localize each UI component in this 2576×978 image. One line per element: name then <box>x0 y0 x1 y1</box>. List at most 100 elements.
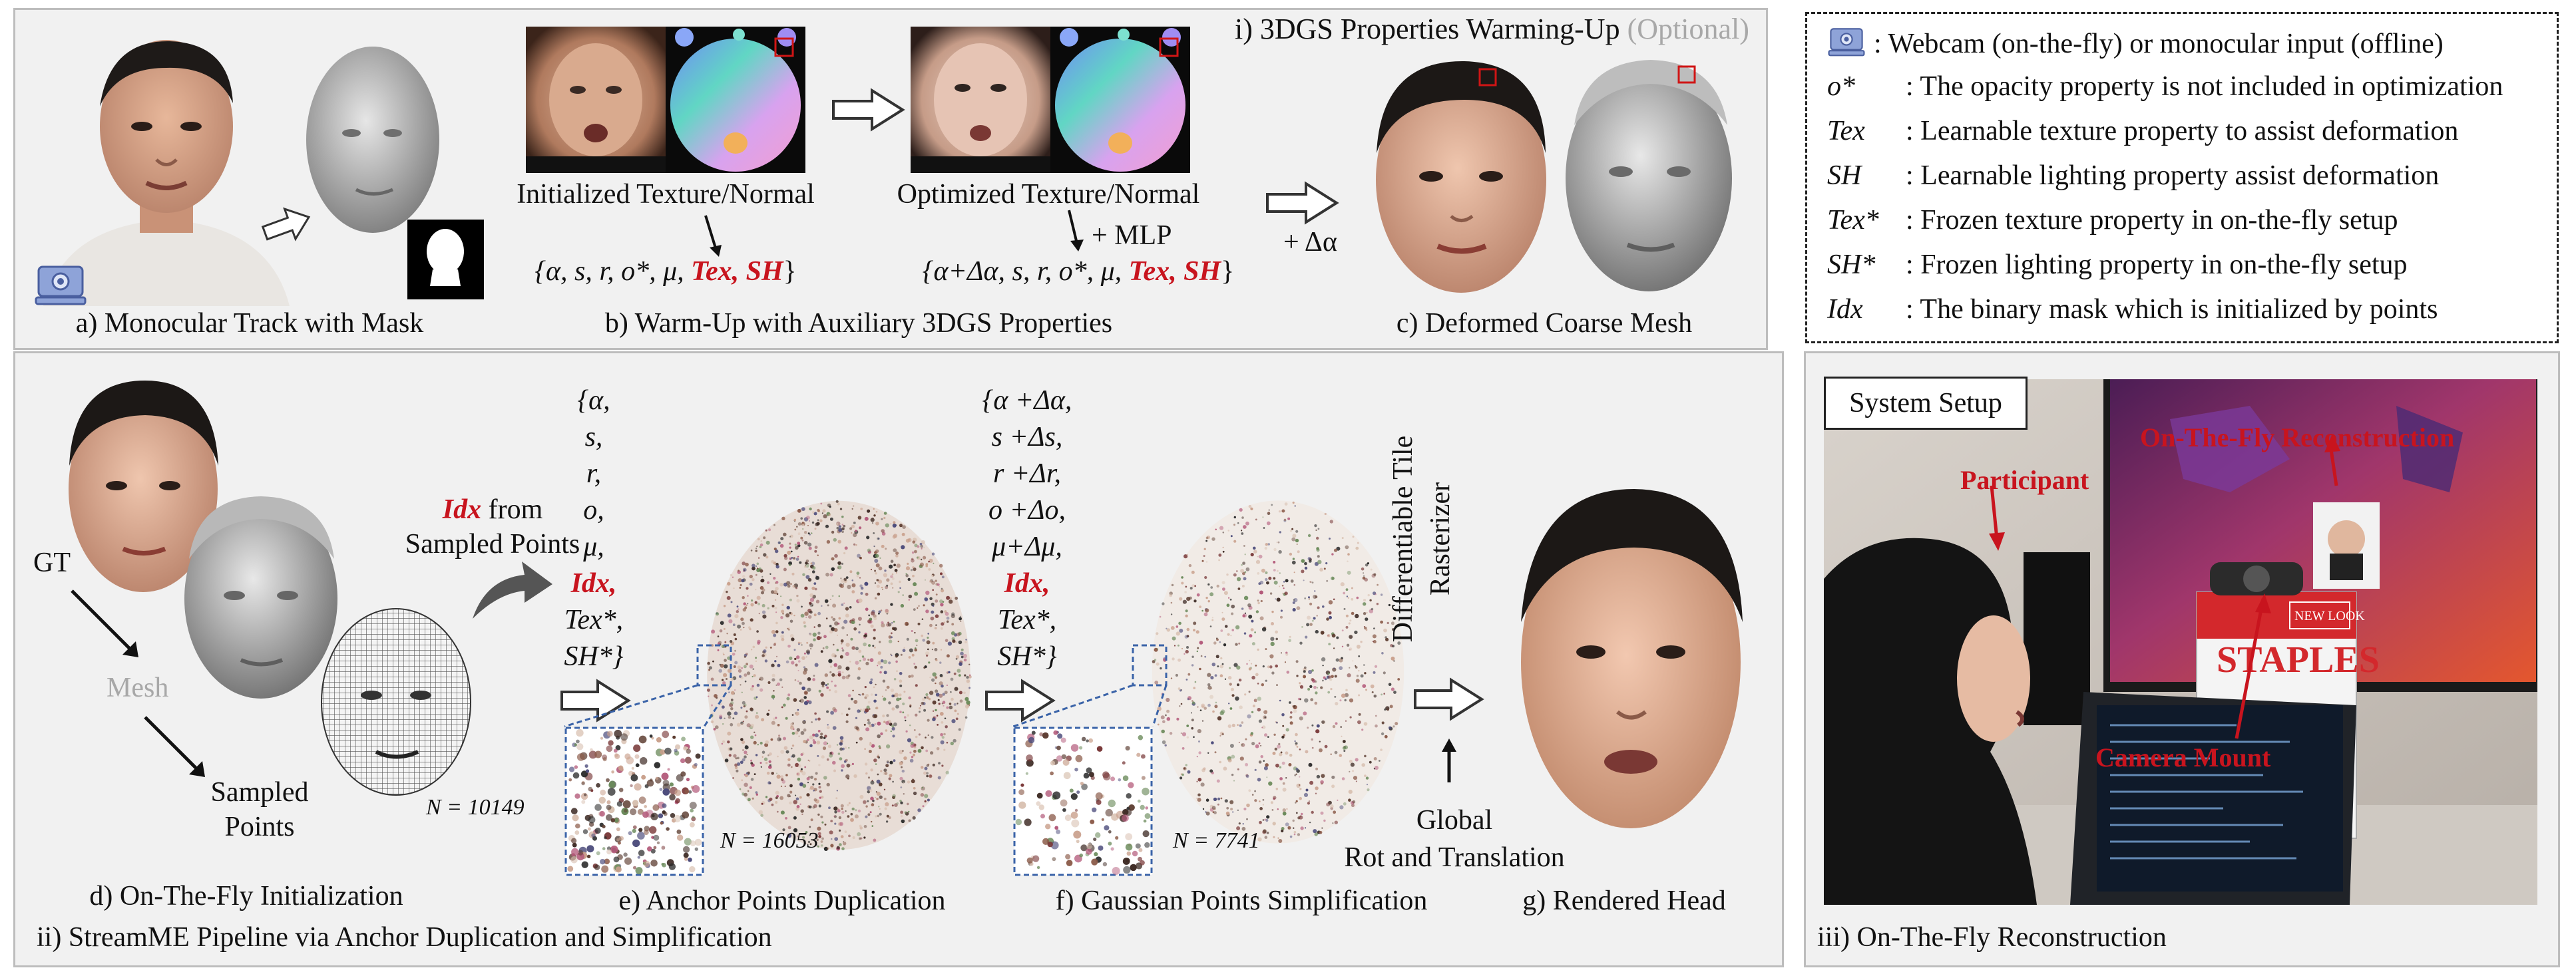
cloud-point <box>1211 619 1214 621</box>
cloud-point <box>755 660 757 663</box>
cloud-point <box>1211 617 1213 619</box>
cloud-point <box>869 681 873 685</box>
cloud-point <box>831 627 835 631</box>
cloud-point <box>878 610 881 613</box>
cloud-point <box>909 751 912 754</box>
cloud-point <box>881 544 885 548</box>
zoom-point <box>586 845 594 853</box>
cloud-point <box>823 776 827 780</box>
cloud-point <box>1274 747 1277 751</box>
zoom-point <box>692 785 700 793</box>
cloud-point <box>733 633 736 636</box>
cloud-point <box>760 540 762 542</box>
zoom-point <box>688 790 692 794</box>
cloud-point <box>1247 603 1251 607</box>
zoom-point <box>1056 755 1063 762</box>
cloud-point <box>1157 723 1160 726</box>
cloud-point <box>1224 625 1228 628</box>
cloud-point <box>818 782 821 785</box>
cloud-point <box>1309 581 1312 583</box>
cloud-point <box>1172 636 1176 641</box>
cloud-point <box>1209 625 1212 627</box>
cloud-point <box>855 717 858 719</box>
cloud-point <box>739 675 742 678</box>
cloud-point <box>895 524 897 526</box>
cloud-point <box>853 505 855 507</box>
cloud-point <box>1290 711 1293 714</box>
cloud-point <box>1299 788 1302 790</box>
zoom-point <box>638 850 645 856</box>
cloud-point <box>741 779 744 782</box>
cloud-point <box>781 609 785 613</box>
caption-d: d) On-The-Fly Initialization <box>89 881 403 911</box>
cloud-point <box>1211 741 1214 744</box>
box-brand-text: STAPLES <box>2217 639 2380 681</box>
cloud-point <box>804 586 808 590</box>
cloud-point <box>919 707 921 710</box>
cloud-point <box>853 627 857 631</box>
cloud-point <box>1227 758 1232 762</box>
cloud-point <box>759 546 762 548</box>
cloud-point <box>903 716 907 719</box>
cloud-point <box>1231 754 1235 759</box>
cloud-point <box>751 649 753 651</box>
cloud-point <box>1205 540 1207 542</box>
cloud-point <box>931 678 935 682</box>
cloud-point <box>1253 546 1256 550</box>
cloud-point <box>847 584 851 589</box>
cloud-point <box>823 741 827 746</box>
cloud-point <box>1387 708 1389 711</box>
cloud-point <box>873 508 875 510</box>
cloud-point <box>1186 725 1189 727</box>
cloud-point <box>935 689 939 693</box>
cloud-point <box>851 646 855 650</box>
anchor-zoom-lines <box>564 644 732 728</box>
cloud-point <box>832 760 836 765</box>
cloud-point <box>1273 548 1277 552</box>
cloud-point <box>927 798 930 802</box>
cloud-point <box>954 709 957 713</box>
cloud-point <box>868 750 872 753</box>
cloud-point <box>877 754 879 756</box>
cloud-point <box>968 687 971 689</box>
cloud-point <box>900 801 903 804</box>
cloud-point <box>734 637 738 641</box>
zoom-point <box>586 854 591 858</box>
zoom-point <box>1045 790 1052 797</box>
cloud-point <box>929 623 933 627</box>
cloud-point <box>1323 819 1326 822</box>
cloud-point <box>836 846 840 850</box>
cloud-point <box>824 823 827 826</box>
zoom-point <box>1018 801 1026 809</box>
cloud-point <box>812 738 815 742</box>
cloud-point <box>877 661 881 665</box>
cloud-point <box>843 760 847 763</box>
cloud-point <box>739 587 742 589</box>
cloud-point <box>1215 701 1217 704</box>
cloud-point <box>777 737 781 742</box>
cloud-point <box>1200 782 1205 787</box>
cloud-point <box>793 557 795 560</box>
cloud-point <box>744 782 748 787</box>
zoom-point <box>653 846 657 850</box>
cloud-point <box>817 554 819 556</box>
cloud-point <box>1364 626 1367 630</box>
cloud-point <box>1259 820 1262 824</box>
cloud-point <box>938 703 941 705</box>
gaussian-zoom-lines <box>1013 644 1168 728</box>
caption-g: g) Rendered Head <box>1522 886 1726 916</box>
tracked-mesh-head <box>306 47 439 233</box>
cloud-point <box>710 720 714 724</box>
cloud-point <box>1179 597 1183 601</box>
cloud-point <box>1292 601 1295 604</box>
cloud-point <box>841 579 845 583</box>
cloud-point <box>1210 586 1213 589</box>
cloud-point <box>919 542 923 546</box>
cloud-point <box>1255 665 1257 667</box>
cloud-point <box>811 521 815 524</box>
cloud-point <box>813 790 815 792</box>
cloud-point <box>939 674 943 677</box>
cloud-point <box>893 678 897 681</box>
section-title-warmup: i) 3DGS Properties Warming-Up (Optional) <box>1235 13 1749 45</box>
cloud-point <box>765 740 769 744</box>
